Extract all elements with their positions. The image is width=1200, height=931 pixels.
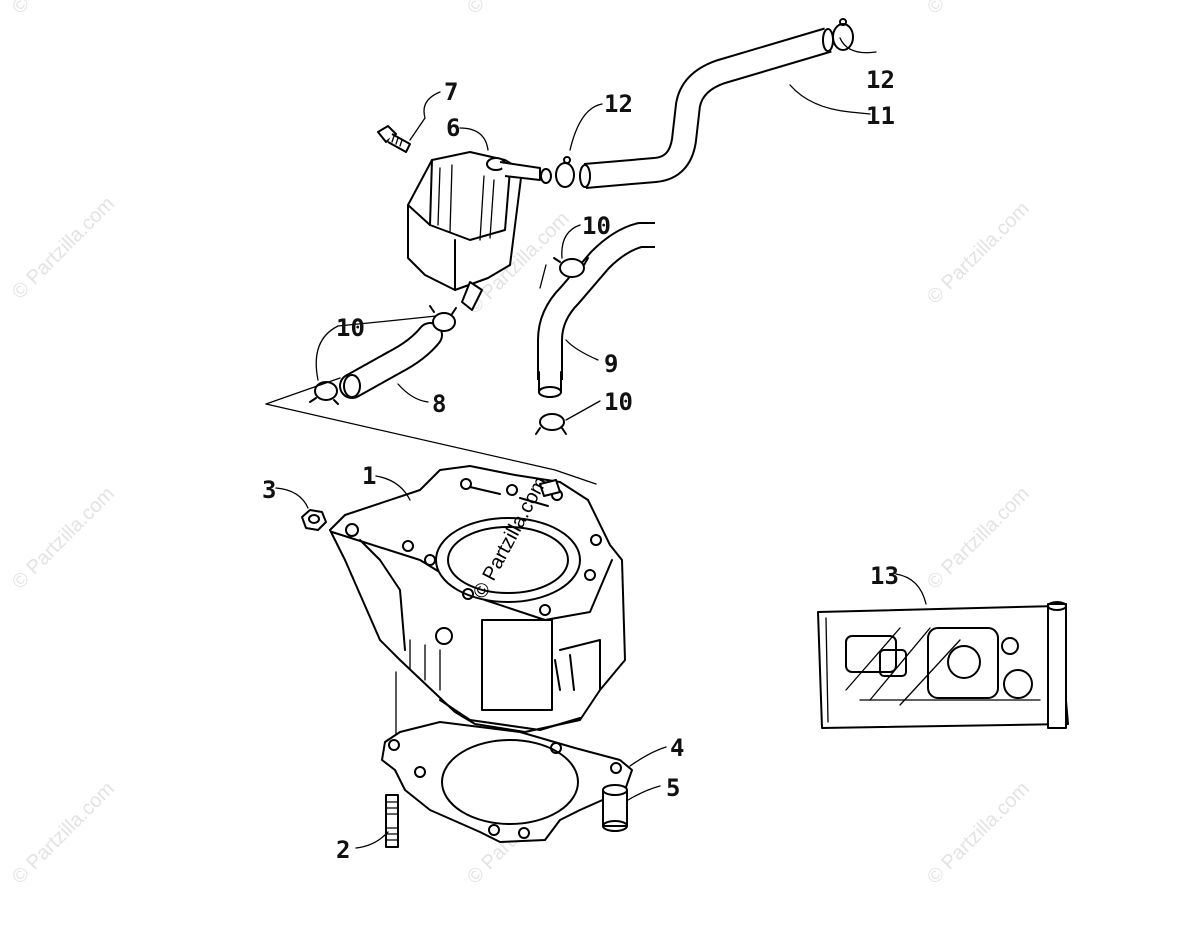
callout-3: 3 [262,476,276,504]
watermark-5: © Partzilla.com [923,483,1034,594]
part-12-clamp-mid [540,156,575,188]
callout-11: 11 [866,102,895,130]
part-2-stud [385,794,399,848]
part-9-hose [537,222,655,398]
callouts: 1 2 3 4 5 6 7 8 9 10 10 10 11 12 12 13 [262,66,899,864]
part-7-bolt [377,125,411,153]
callout-5: 5 [666,774,680,802]
watermark-8: © Partzilla.com [923,778,1034,889]
callout-10-c: 10 [604,388,633,416]
callout-10-a: 10 [582,212,611,240]
callout-9: 9 [604,350,618,378]
part-13-gasket-kit [817,601,1069,729]
part-10-clamp-a [553,257,589,278]
leader-lines [275,37,927,849]
watermark-1: © Partzilla.com [8,193,119,304]
part-1-cylinder [329,465,626,733]
watermark-11: © Partzilla.com [923,0,1034,19]
callout-8: 8 [432,390,446,418]
callout-6: 6 [446,114,460,142]
watermark-6: © Partzilla.com [8,778,119,889]
part-12-clamp-top [832,18,854,51]
watermark-9: © Partzilla.com [8,0,119,19]
part-10-clamp-b [429,305,457,332]
part-11-breather-tube [579,27,834,189]
callout-1: 1 [362,462,376,490]
callout-13: 13 [870,562,899,590]
part-10-clamp-d [535,413,567,435]
part-6-breather-box [407,151,541,311]
watermark-3: © Partzilla.com [923,198,1034,309]
callout-12-a: 12 [604,90,633,118]
callout-7: 7 [444,78,458,106]
part-8-hose [339,322,443,399]
callout-12-b: 12 [866,66,895,94]
watermark-4: © Partzilla.com [8,483,119,594]
guide-lines [265,264,597,741]
callout-10-b: 10 [336,314,365,342]
part-3-nut [301,509,327,531]
watermark-10: © Partzilla.com [463,0,574,19]
part-10-clamp-c [309,381,339,405]
part-5-dowel [602,784,628,832]
callout-4: 4 [670,734,684,762]
callout-2: 2 [336,836,350,864]
part-4-gasket [381,721,633,843]
